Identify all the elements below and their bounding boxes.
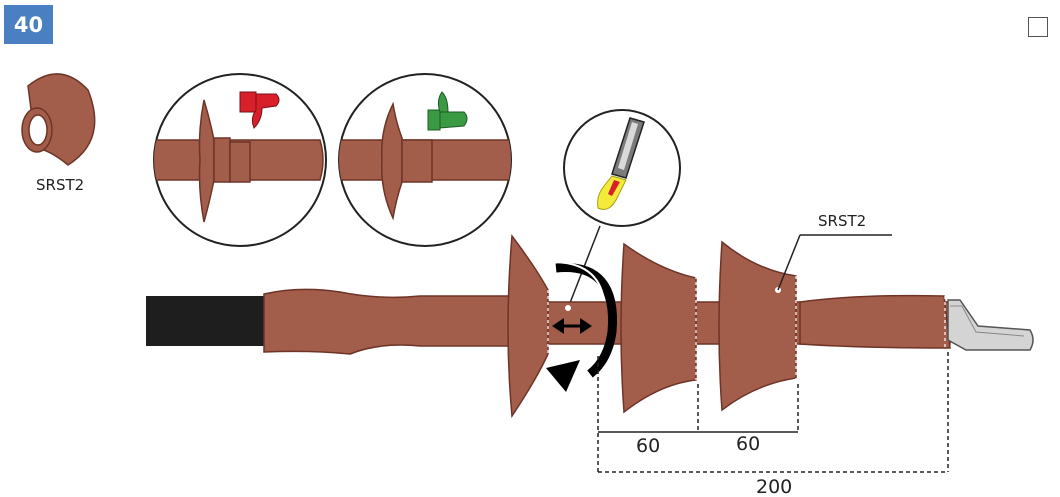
thumbs-up-icon (427, 91, 468, 131)
torch-detail-view (563, 109, 681, 309)
step-complete-checkbox[interactable] (1028, 17, 1048, 37)
cable-jacket (146, 296, 270, 346)
srst2-part-icon (21, 73, 96, 166)
thumbs-down-icon (239, 91, 280, 129)
dimension-lines (597, 352, 949, 473)
cable-lug (947, 299, 1034, 351)
double-arrow-icon (552, 305, 592, 334)
srst2-label-top: SRST2 (36, 176, 84, 194)
shed-2 (620, 242, 697, 414)
correct-installation-view (338, 73, 512, 247)
dimension-label-200-total: 200 (756, 476, 792, 497)
srst2-callout (777, 234, 892, 291)
wrong-installation-view (153, 73, 327, 247)
rotate-arrow-icon (546, 261, 618, 392)
srst2-label-callout: SRST2 (818, 212, 866, 230)
dimension-label-60-second: 60 (736, 433, 760, 455)
shed-3-srst2 (718, 240, 797, 412)
dimension-label-60-first: 60 (636, 435, 660, 457)
shed-1 (507, 233, 549, 419)
gas-torch-icon (597, 117, 645, 210)
step-number-badge: 40 (4, 5, 53, 44)
sleeve-body (263, 288, 511, 355)
